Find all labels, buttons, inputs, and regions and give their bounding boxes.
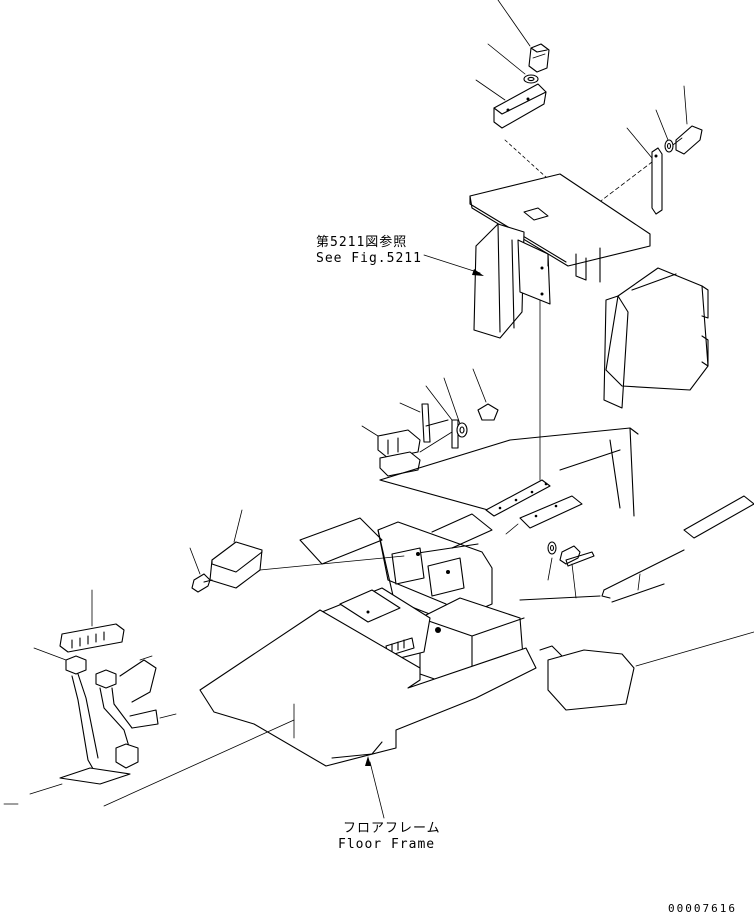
lower-washer (547, 541, 557, 581)
controller-box (209, 509, 405, 589)
assembly-link-mid (419, 431, 453, 453)
document-number: 00007616 (668, 902, 737, 914)
side-bolt (668, 85, 703, 155)
spacer (425, 385, 459, 449)
switch-blocks (361, 425, 421, 477)
top-washer (487, 43, 539, 84)
wing-nut (472, 368, 499, 421)
floor-frame-callout: フロアフレーム Floor Frame (338, 756, 441, 852)
small-washer (443, 377, 468, 438)
clip-bracket (399, 402, 449, 443)
see-fig-jp-label: 第5211図参照 (316, 234, 407, 250)
side-washer (655, 109, 674, 153)
lower-bolt (559, 545, 595, 599)
pedal-assembly (3, 589, 177, 805)
floor-frame (103, 513, 754, 807)
controller-bolt (189, 547, 213, 593)
cover-assembly (469, 173, 709, 409)
side-stay (626, 127, 663, 215)
top-bracket (475, 79, 547, 129)
floor-frame-en-label: Floor Frame (338, 837, 435, 852)
floor-frame-jp-label: フロアフレーム (343, 821, 441, 836)
top-bolt (497, 0, 550, 73)
see-fig-en-label: See Fig.5211 (316, 251, 422, 266)
rear-frame (379, 427, 754, 603)
see-fig-callout: 第5211図参照 See Fig.5211 (316, 234, 484, 276)
